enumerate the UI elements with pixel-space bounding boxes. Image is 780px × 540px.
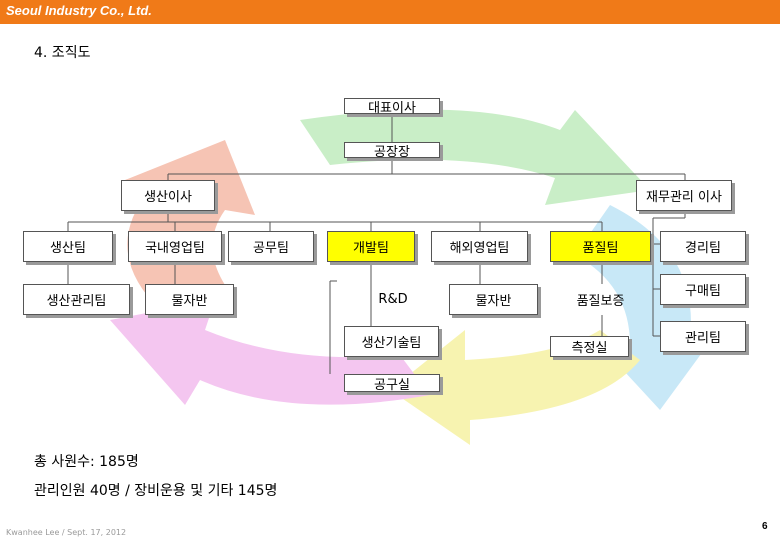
org-box-production-tech-team: 생산기술팀 [344, 326, 439, 357]
org-box-engineering-team: 공무팀 [228, 231, 314, 262]
page-number: 6 [762, 521, 768, 532]
org-box-production-mgmt-team: 생산관리팀 [23, 284, 130, 315]
org-box-overseas-materials: 물자반 [449, 284, 538, 315]
org-label-rnd: R&D [378, 292, 408, 307]
arrow-yellow-icon [390, 330, 640, 445]
arrow-green-icon [300, 109, 650, 205]
org-box-domestic-materials: 물자반 [145, 284, 234, 315]
header-bar: Seoul Industry Co., Ltd. [0, 0, 780, 24]
org-label-quality-assurance: 품질보증 [576, 294, 625, 309]
org-box-development-team: 개발팀 [327, 231, 415, 262]
org-box-quality-team: 품질팀 [550, 231, 651, 262]
org-box-tool-room: 공구실 [344, 374, 440, 393]
org-box-purchasing-team: 구매팀 [660, 274, 746, 305]
org-box-accounting-team: 경리팀 [660, 231, 746, 262]
org-box-production-team: 생산팀 [23, 231, 113, 262]
org-box-finance-director: 재무관리 이사 [636, 180, 732, 211]
org-box-measurement-room: 측정실 [550, 336, 629, 357]
org-box-production-director: 생산이사 [121, 180, 215, 211]
org-box-admin-team: 관리팀 [660, 321, 746, 352]
copyright-text: Kwanhee Lee / Sept. 17, 2012 [6, 528, 127, 537]
org-box-ceo: 대표이사 [344, 98, 440, 116]
org-box-domestic-sales-team: 국내영업팀 [128, 231, 222, 262]
org-box-overseas-sales-team: 해외영업팀 [431, 231, 528, 262]
section-title: 4. 조직도 [34, 45, 91, 61]
total-staff-text: 총 사원수: 185명 [34, 454, 139, 470]
staff-breakdown-text: 관리인원 40명 / 장비운용 및 기타 145명 [34, 483, 278, 499]
org-box-plant-manager: 공장장 [344, 142, 440, 160]
company-title: Seoul Industry Co., Ltd. [6, 3, 152, 18]
